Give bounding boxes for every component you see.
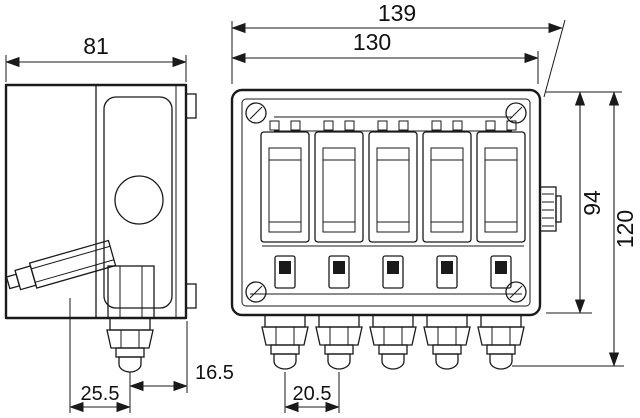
cable-gland-1 [261, 314, 309, 370]
dim-depth-label: 81 [83, 33, 109, 59]
corner-screw-bottom-right [505, 281, 527, 303]
protection-module-5 [476, 120, 526, 289]
front-view-housing [230, 88, 542, 317]
hinged-cover-flap [5, 239, 117, 291]
side-cable-gland [106, 317, 154, 373]
mounting-tab-top [185, 93, 197, 119]
cable-gland-4 [423, 314, 471, 370]
dim-overall-height-label: 120 [612, 210, 638, 248]
dim-overall-height: 120 [512, 91, 638, 367]
connector-nub [555, 195, 562, 223]
front-view [230, 88, 562, 370]
flap-plate [28, 239, 117, 289]
side-view [4, 83, 197, 373]
dim-gland-pitch: 20.5 [284, 372, 340, 413]
cable-gland-5 [477, 314, 525, 370]
flap-gland-cap [5, 273, 21, 290]
dim-body-height-label: 94 [579, 190, 605, 216]
flap-line-1 [31, 245, 111, 270]
dim-gland-offset-a-label: 16.5 [195, 362, 234, 384]
flap-line-2 [34, 259, 115, 283]
dim-overall-width-ext-right [543, 19, 566, 98]
mounting-tab-bottom [185, 283, 197, 309]
knockout-circle [114, 175, 164, 225]
dim-body-width: 130 [231, 29, 539, 84]
protection-module-4 [422, 120, 472, 289]
dim-gland-pitch-label: 20.5 [293, 383, 332, 405]
dim-depth: 81 [5, 33, 187, 82]
dim-body-width-label: 130 [353, 29, 391, 55]
gland-mount-housing [107, 265, 155, 319]
protection-module-1 [260, 120, 310, 289]
front-view-inner-frame [241, 98, 531, 307]
corner-screw-top-right [505, 102, 527, 124]
dim-gland-offset-a: 16.5 [129, 321, 234, 413]
side-view-cover-panel [103, 96, 173, 309]
cable-gland-3 [369, 314, 417, 370]
dim-body-height: 94 [546, 91, 622, 314]
gland-mount-body [107, 265, 155, 319]
dim-overall-width: 139 [231, 0, 566, 98]
protection-module-2 [314, 120, 364, 289]
dim-overall-width-label: 139 [378, 0, 416, 26]
dim-gland-offset-b: 25.5 [69, 298, 131, 413]
corner-screw-bottom-left [245, 281, 267, 303]
protection-module-3 [368, 120, 418, 289]
dim-gland-offset-b-label: 25.5 [81, 383, 120, 405]
corner-screw-top-left [245, 102, 267, 124]
cable-gland-2 [315, 314, 363, 370]
side-connector-block [539, 186, 562, 232]
